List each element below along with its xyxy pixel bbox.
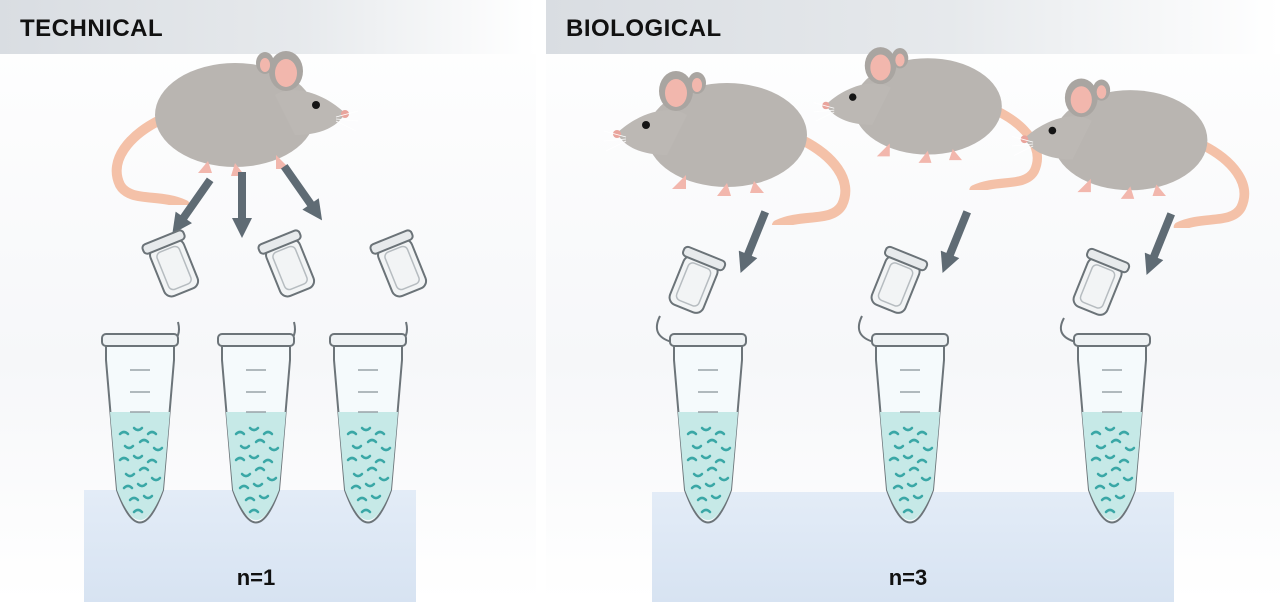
biological-arrow-3-icon [1137,210,1180,279]
technical-title: TECHNICAL [20,15,164,42]
technical-count: n=1 [236,565,276,590]
technical-header: TECHNICAL [0,0,536,54]
biological-mouse-2 [814,47,1037,190]
biological-tube-2 [858,244,950,524]
biological-tube-3 [1060,246,1152,524]
biological-title: BIOLOGICAL [566,15,722,42]
biological-count: n=3 [888,565,928,590]
biological-header: BIOLOGICAL [546,0,1280,54]
biological-mouse-1 [604,71,845,225]
technical-tube-2 [216,228,322,524]
technical-arrow-3-icon [276,161,330,227]
technical-tube-3 [328,228,434,524]
technical-arrow-1-icon [164,174,218,240]
technical-mouse [117,51,358,205]
biological-arrow-1-icon [731,208,774,277]
biological-arrow-2-icon [933,208,976,277]
technical-tube-1 [100,228,206,524]
biological-tube-1 [656,244,748,524]
biological-mouse-3 [1012,79,1244,227]
technical-arrow-2-icon [232,172,252,238]
